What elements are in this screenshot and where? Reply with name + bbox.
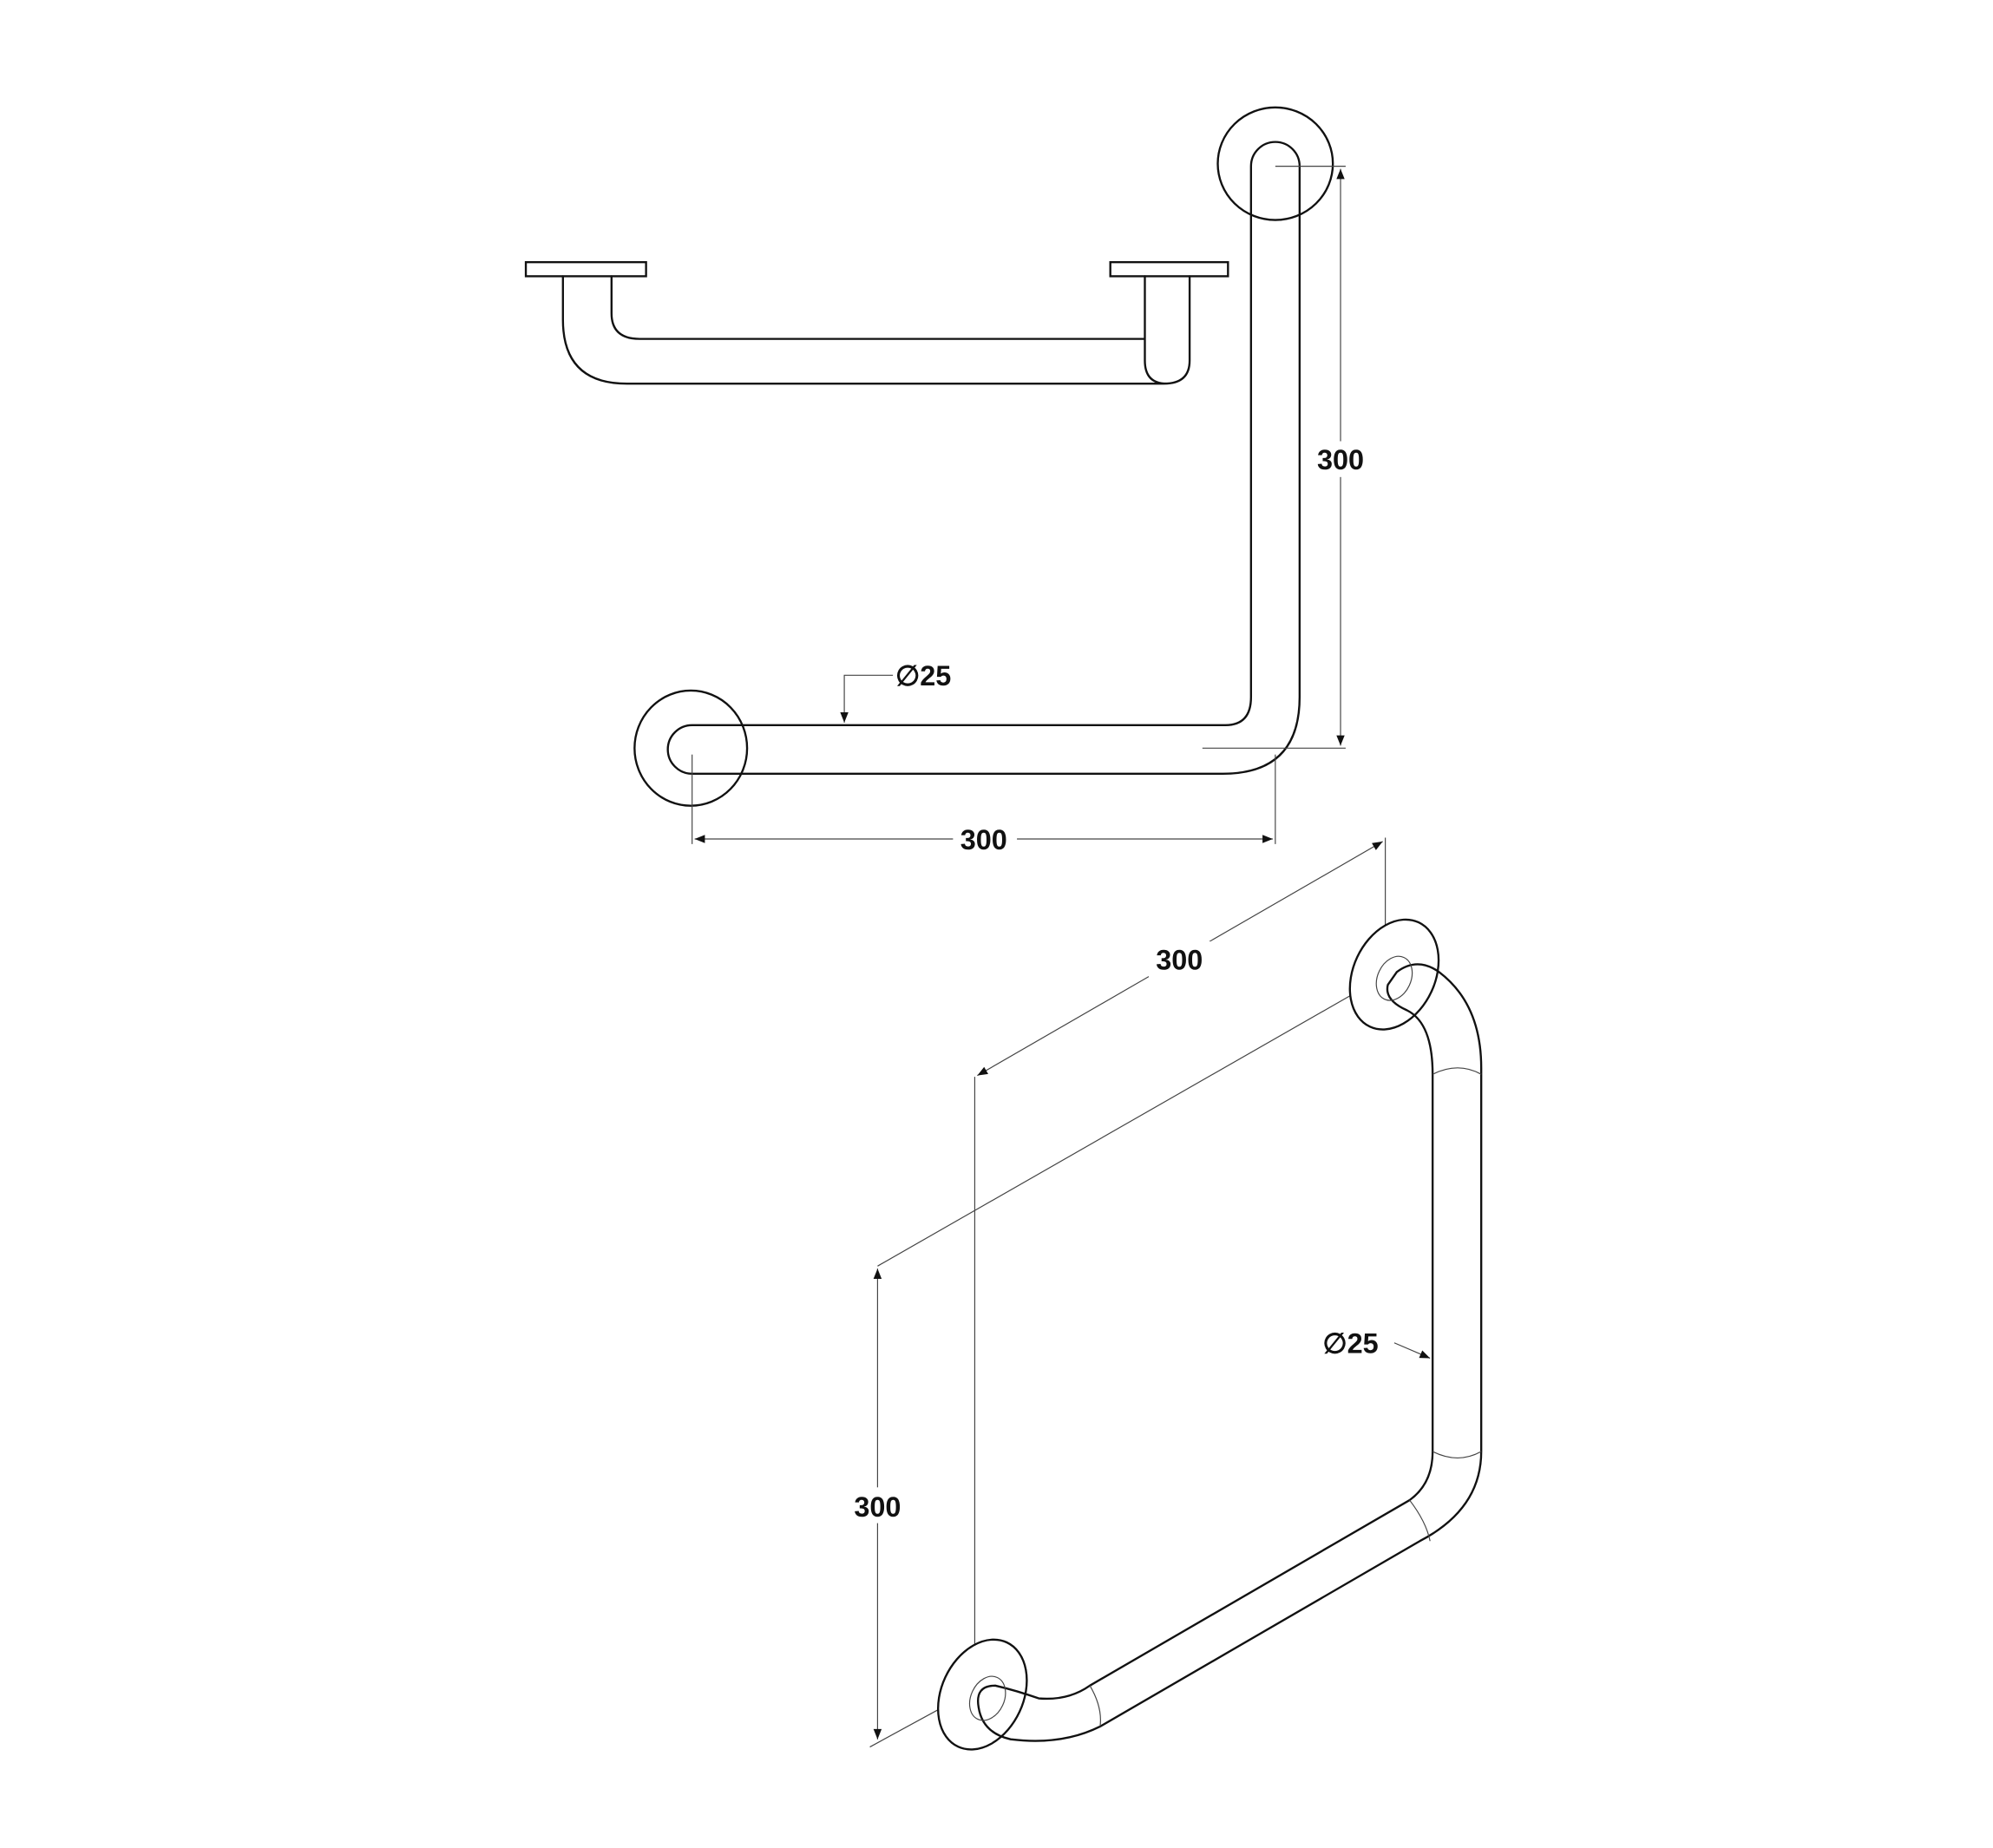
isometric-view: 300 300 ∅25 [847, 837, 1483, 1751]
plan-tube [561, 275, 1191, 385]
front-view: 300 300 ∅25 [633, 106, 1370, 859]
bottom-flange [633, 689, 749, 807]
top-flange [1216, 106, 1334, 221]
left-flange [524, 261, 647, 278]
iso-diameter-label: ∅25 [1322, 1328, 1378, 1360]
front-tube [666, 141, 1301, 775]
iso-height-label: 300 [854, 1491, 901, 1523]
plan-view [524, 261, 1229, 385]
front-height-label: 300 [1317, 444, 1364, 475]
front-diameter-label: ∅25 [895, 660, 951, 691]
front-width-label: 300 [960, 824, 1007, 855]
right-flange [1109, 261, 1229, 278]
iso-tube [977, 963, 1483, 1742]
iso-length-label: 300 [1156, 944, 1203, 975]
iso-bottom-flange [936, 1638, 1028, 1751]
